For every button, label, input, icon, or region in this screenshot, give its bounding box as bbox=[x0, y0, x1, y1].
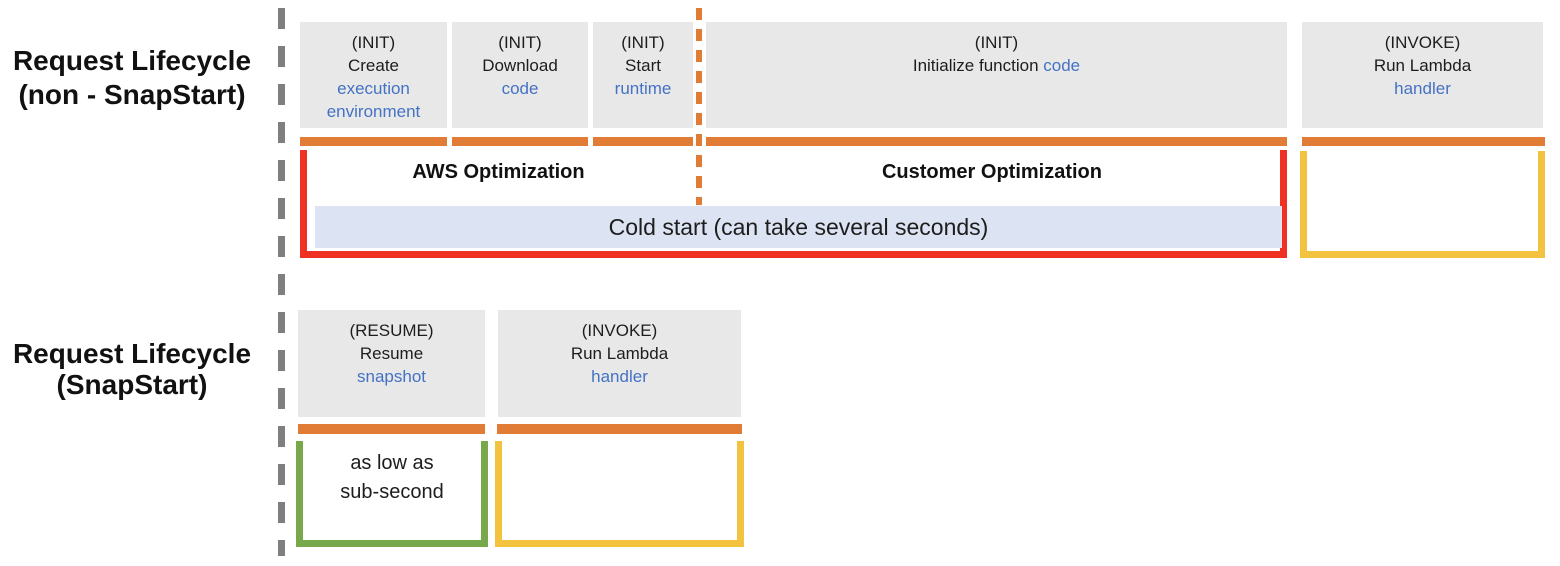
phase-description: Start runtime bbox=[614, 56, 672, 98]
duration-bar bbox=[706, 137, 1287, 146]
phase-tag: (INVOKE) bbox=[1384, 33, 1461, 52]
row-label-line: (SnapStart) bbox=[56, 369, 208, 400]
phase-tag: (RESUME) bbox=[349, 321, 434, 340]
non-snapstart-row-label: Request Lifecycle (non - SnapStart) bbox=[0, 44, 264, 112]
duration-bar bbox=[300, 137, 447, 146]
duration-bar bbox=[497, 424, 742, 434]
cold-start-bar: Cold start (can take several seconds) bbox=[315, 206, 1282, 248]
phase-box-create-execution-environment: (INIT) Create execution environment bbox=[300, 22, 447, 128]
latency-line: sub-second bbox=[340, 481, 444, 503]
timeline-start-dashed-line bbox=[278, 8, 285, 556]
phase-box-start-runtime: (INIT) Start runtime bbox=[593, 22, 693, 128]
row-label-line: Request Lifecycle bbox=[12, 45, 252, 76]
phase-box-initialize-function-code: (INIT) Initialize function code bbox=[706, 22, 1287, 128]
duration-bar bbox=[452, 137, 588, 146]
aws-customer-divider-dashed-line bbox=[696, 8, 702, 205]
duration-bar bbox=[593, 137, 693, 146]
phase-description: Download code bbox=[482, 56, 558, 98]
phase-description: Initialize function code bbox=[912, 56, 1081, 75]
customer-optimization-label: Customer Optimization bbox=[881, 161, 1102, 183]
phase-tag: (INIT) bbox=[974, 33, 1019, 52]
phase-tag: (INIT) bbox=[498, 33, 542, 52]
phase-description: Run Lambda handler bbox=[570, 344, 669, 386]
invoke-duration-bracket-snapstart bbox=[495, 441, 744, 547]
duration-bar bbox=[1302, 137, 1545, 146]
row-label-line: (non - SnapStart) bbox=[18, 79, 246, 110]
snapstart-row-label: Request Lifecycle (SnapStart) bbox=[0, 338, 264, 400]
phase-box-run-lambda-handler-snapstart: (INVOKE) Run Lambda handler bbox=[498, 310, 741, 417]
duration-bar bbox=[298, 424, 485, 434]
phase-description: Resume snapshot bbox=[357, 344, 426, 386]
phase-box-download-code: (INIT) Download code bbox=[452, 22, 588, 128]
resume-duration-bracket bbox=[296, 441, 488, 547]
phase-box-resume-snapshot: (RESUME) Resume snapshot bbox=[298, 310, 485, 417]
invoke-duration-bracket bbox=[1300, 151, 1545, 258]
phase-box-run-lambda-handler: (INVOKE) Run Lambda handler bbox=[1302, 22, 1543, 128]
snapstart-latency-label: as low as sub-second bbox=[303, 449, 481, 507]
phase-tag: (INIT) bbox=[351, 33, 396, 52]
phase-description: Run Lambda handler bbox=[1373, 56, 1472, 98]
cold-start-bracket bbox=[300, 150, 1287, 258]
phase-description: Create execution environment bbox=[326, 56, 421, 121]
phase-tag: (INVOKE) bbox=[581, 321, 658, 340]
aws-optimization-label: AWS Optimization bbox=[412, 161, 585, 183]
latency-line: as low as bbox=[350, 452, 434, 474]
row-label-line: Request Lifecycle bbox=[12, 338, 252, 369]
phase-tag: (INIT) bbox=[621, 33, 665, 52]
